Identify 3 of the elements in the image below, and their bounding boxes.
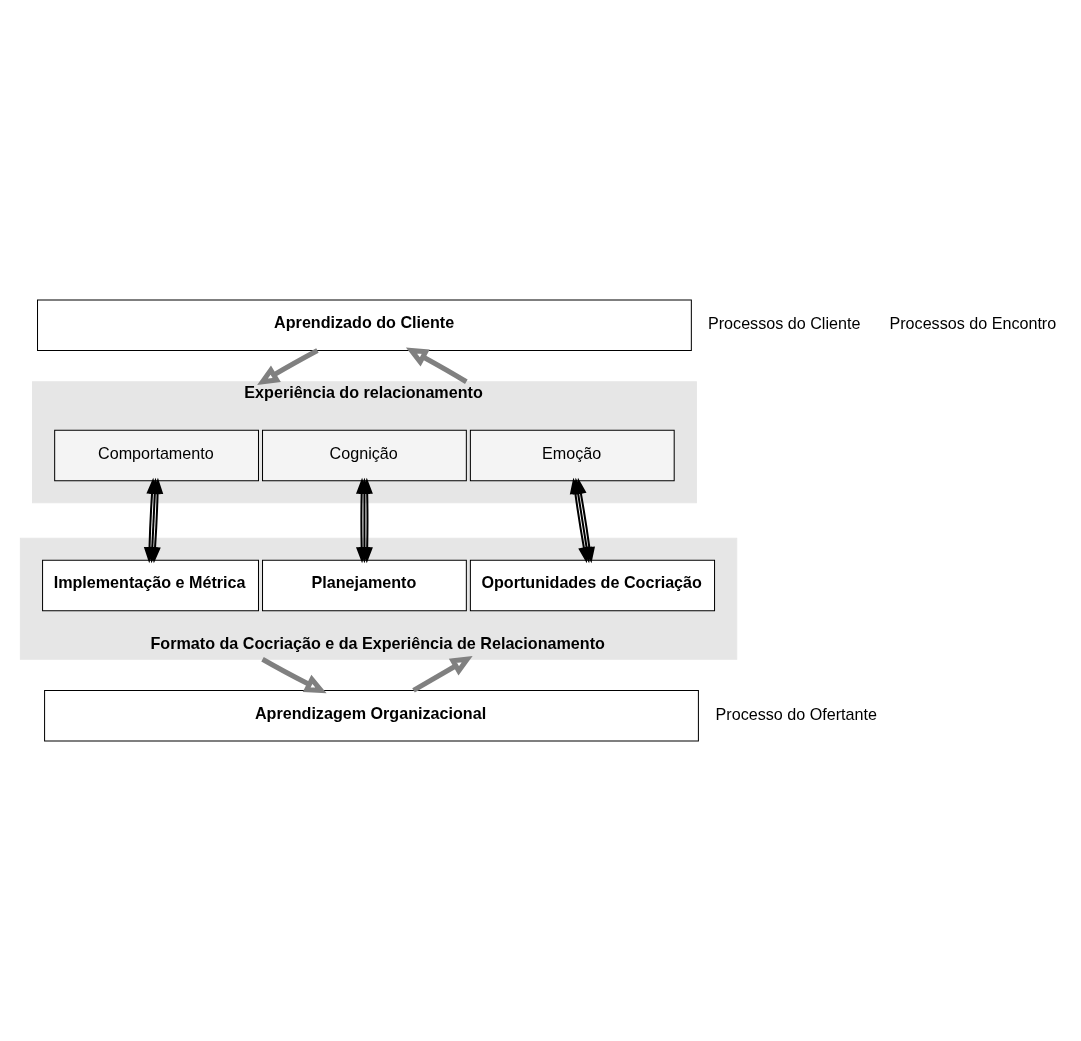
label: Processo do Ofertante bbox=[715, 704, 877, 723]
label: Processos do Cliente bbox=[707, 314, 861, 333]
label: Processos do Encontro bbox=[889, 314, 1057, 333]
